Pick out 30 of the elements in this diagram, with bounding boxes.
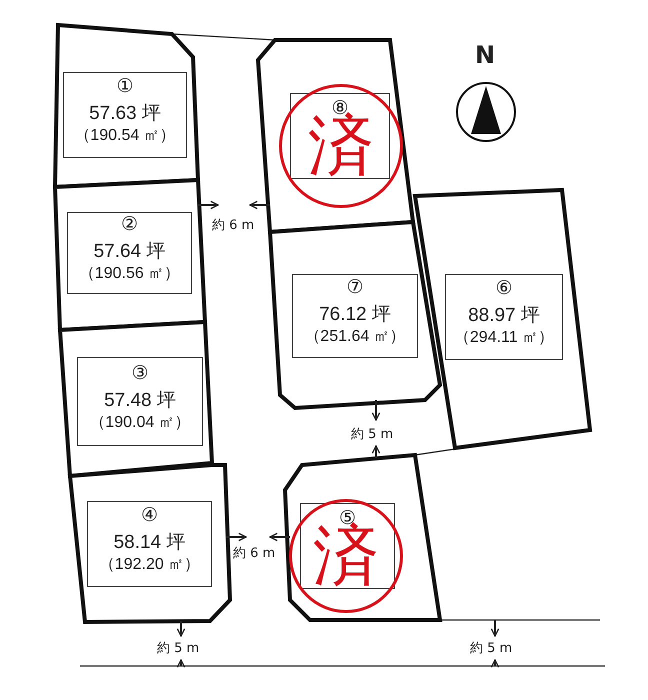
lot-area-sqm: （294.11 ㎡） <box>452 328 556 348</box>
lot-info-box <box>67 212 192 294</box>
lot-info-box <box>445 274 563 360</box>
distance-label: 約 6 m <box>233 546 276 561</box>
distance-label: 約 5 m <box>470 641 512 656</box>
lot-info-box <box>63 72 187 158</box>
distance-label: 約 5 m <box>351 427 394 442</box>
lot-area-tsubo: 88.97 坪 <box>467 304 541 328</box>
distance-label: 約 5 m <box>157 641 200 656</box>
lot-number: ② <box>120 213 139 236</box>
lot-area-sqm: （190.56 ㎡） <box>78 264 182 284</box>
lot-area-tsubo: 57.64 坪 <box>92 240 166 264</box>
lot-info-box <box>292 274 418 358</box>
lot-area-sqm: （190.04 ㎡） <box>88 412 192 432</box>
lot-area-tsubo: 58.14 坪 <box>112 531 186 555</box>
lot-number: ⑦ <box>346 276 364 299</box>
lot-number: ① <box>116 75 134 98</box>
lot-info-box <box>87 501 212 587</box>
lot-area-tsubo: 57.48 坪 <box>103 388 177 412</box>
lot-number: ③ <box>130 362 150 384</box>
lot-number: ⑥ <box>494 277 514 300</box>
lot-area-tsubo: 57.63 坪 <box>88 102 162 126</box>
north-label: N <box>475 48 496 63</box>
lot-area-sqm: （190.54 ㎡） <box>73 126 177 146</box>
lot-area-sqm: （251.64 ㎡） <box>303 327 407 347</box>
lot-area-sqm: （192.20 ㎡） <box>98 555 202 575</box>
lot-area-tsubo: 76.12 坪 <box>318 303 392 327</box>
lot-info-box <box>77 357 203 446</box>
distance-label: 約 6 m <box>212 218 254 233</box>
lot-number: ④ <box>140 504 159 527</box>
